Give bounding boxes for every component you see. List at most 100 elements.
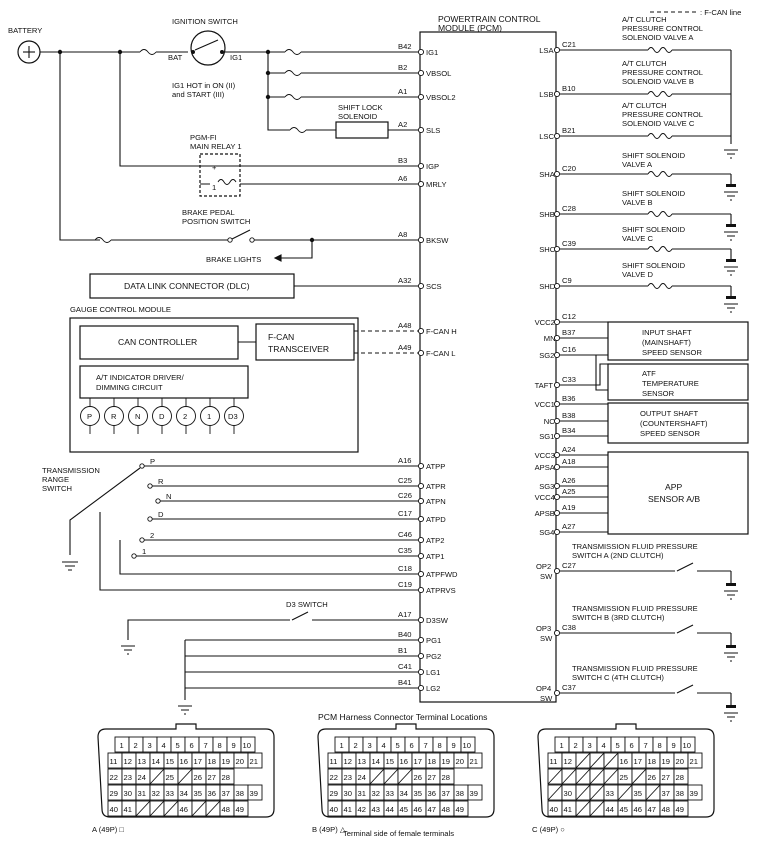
connector-terminal-number: 20	[676, 757, 684, 766]
indicator-lamp	[128, 406, 148, 426]
connector-terminal-number: 32	[372, 789, 380, 798]
pcm-right-pin	[553, 381, 561, 389]
connector-terminal-number: 31	[138, 789, 146, 798]
connector-terminal-number: 13	[138, 757, 146, 766]
connector-terminal-number: 28	[442, 773, 450, 782]
pcm-right-pin	[553, 351, 561, 359]
pcm-right-pin-number: A24	[562, 445, 576, 454]
connector-terminal-number: 35	[414, 789, 422, 798]
pcm-right-pin-number: C27	[562, 561, 576, 570]
output-shaft-sensor-box	[607, 402, 749, 444]
ignition-note-line2: and START (III)	[172, 90, 225, 99]
connector-footer: Terminal side of female terminals	[343, 829, 454, 838]
pcm-ground-icon	[178, 705, 192, 715]
connector-terminal-number: 22	[330, 773, 338, 782]
connector-cavity	[219, 768, 235, 785]
pcm-left-pin	[417, 180, 425, 188]
connector-terminal-number: 3	[368, 741, 372, 750]
pcm-left-pin	[417, 515, 425, 523]
valve-ground-icon	[724, 231, 738, 241]
connector-terminal-number: 19	[662, 757, 670, 766]
connector-terminal-number: 9	[452, 741, 456, 750]
battery-fuse-icon	[139, 49, 157, 55]
connector-terminal-number: 47	[648, 805, 656, 814]
indicator-driver-box	[79, 365, 249, 399]
connector-terminal-number: 40	[330, 805, 338, 814]
shift-lock-solenoid-box	[335, 121, 389, 139]
pcm-right-terminals: C21LSAB10LSBB21LSCC20SHAC28SHBC39SHCC9SH…	[535, 40, 576, 703]
indicator-lamp-label: R	[111, 412, 117, 421]
connector-terminal-number: 2	[354, 741, 358, 750]
pcm-left-pin	[417, 497, 425, 505]
solenoid-coil-icon	[647, 171, 673, 177]
connector-terminal-number: 11	[330, 757, 338, 766]
pcm-left-pin	[417, 636, 425, 644]
pcm-right-pin-name: SW	[540, 572, 553, 581]
pcm-left-pin-name: F-CAN H	[426, 327, 457, 336]
ignition-bat-label: BAT	[168, 53, 183, 62]
app-sensor-line2: SENSOR A/B	[648, 494, 700, 504]
connector-terminal-number: 7	[644, 741, 648, 750]
pcm-left-pin-name: SCS	[426, 282, 442, 291]
pcm-right-pin-name: VCC3	[535, 451, 555, 460]
pcm-module-box	[419, 31, 557, 703]
pcm-left-pin-name: ATPD	[426, 515, 446, 524]
ignition-ig1-label: IG1	[230, 53, 242, 62]
pcm-right-pin-number: C12	[562, 312, 576, 321]
connector-terminal-number: 25	[620, 773, 628, 782]
solenoid-coil-icon	[647, 246, 673, 252]
main-relay-box	[199, 153, 241, 197]
range-contact-label: D	[158, 510, 164, 519]
indicator-lamp	[80, 406, 100, 426]
pcm-right-pin-number: B38	[562, 411, 576, 420]
connector-cavity	[460, 736, 476, 753]
pcm-right-pin-name: SG3	[539, 482, 554, 491]
shift-lock-label-line1: SHIFT LOCK	[338, 103, 383, 112]
pcm-right-pin-name: OP3	[536, 624, 551, 633]
connector-terminal-number: 25	[166, 773, 174, 782]
connector-terminal-number: 38	[676, 789, 684, 798]
connector-terminal-number: 22	[110, 773, 118, 782]
pressure-switch-label: SWITCH B (3RD CLUTCH)	[572, 613, 665, 622]
connector-terminal-number: 24	[358, 773, 366, 782]
connector-terminal-number: 35	[634, 789, 642, 798]
connector-terminal-number: 33	[386, 789, 394, 798]
pcm-left-pin-number: B2	[398, 63, 407, 72]
pressure-switch-contact	[676, 624, 694, 634]
pcm-left-pin-name: PG1	[426, 636, 441, 645]
pcm-right-pin-name: SHB	[539, 210, 555, 219]
connector-terminal-number: 1	[340, 741, 344, 750]
range-contact	[147, 516, 153, 522]
pcm-right-pin-number: A26	[562, 476, 576, 485]
input-shaft-line2: (MAINSHAFT)	[642, 338, 691, 347]
pcm-left-terminals: B42IG1B2VBSOLA1VBSOL2A2SLSB3IGPA6MRLYA8B…	[398, 42, 458, 693]
connector-terminal-number: 30	[564, 789, 572, 798]
pcm-right-pin-name: MN	[544, 334, 556, 343]
output-shaft-line1: OUTPUT SHAFT	[640, 409, 698, 418]
pcm-right-pin	[553, 210, 561, 218]
pcm-right-pin-number: A27	[562, 522, 576, 531]
pcm-right-pin-name: VCC1	[535, 400, 555, 409]
pcm-right-pin-number: B36	[562, 394, 576, 403]
connector-terminal-number: 39	[470, 789, 478, 798]
pcm-right-pin-name: TAFT	[535, 381, 554, 390]
pcm-right-pin-name: NC	[544, 417, 555, 426]
connector-terminal-number: 1	[120, 741, 124, 750]
pcm-left-pin-name: ATP1	[426, 552, 444, 561]
pcm-right-pin-name: SHD	[539, 282, 556, 291]
connector-terminal-number: 48	[442, 805, 450, 814]
connector-terminal-number: 4	[382, 741, 386, 750]
fcan-bus-lines	[354, 330, 418, 354]
pcm-right-pin-number: C16	[562, 345, 576, 354]
connector-terminal-number: 15	[166, 757, 174, 766]
solenoid-coil-icon	[647, 211, 673, 217]
solenoid-coil-icon	[647, 47, 673, 53]
pcm-left-pin-name: MRLY	[426, 180, 447, 189]
connector-terminal-number: 7	[424, 741, 428, 750]
pcm-left-pin	[417, 126, 425, 134]
valve-ground-icon	[724, 266, 738, 276]
range-switch-arm	[69, 467, 141, 555]
input-shaft-line1: INPUT SHAFT	[642, 328, 692, 337]
pressure-switch-label: TRANSMISSION FLUID PRESSURE	[572, 664, 698, 673]
